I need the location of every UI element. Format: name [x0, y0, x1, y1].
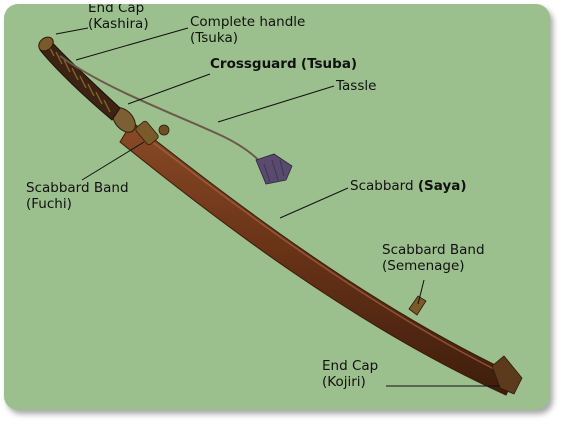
- leader-lines: [55, 27, 500, 387]
- leader-fuchi: [81, 141, 145, 181]
- label-kashira: End Cap (Kashira): [88, 4, 149, 32]
- label-kojiri: End Cap (Kojiri): [322, 358, 379, 390]
- semenage-band: [408, 295, 427, 316]
- kashira: [38, 36, 54, 52]
- sword-illustration: [38, 27, 523, 396]
- label-semenage: Scabbard Band (Semenage): [382, 242, 485, 274]
- label-saya: Scabbard (Saya): [350, 178, 467, 194]
- diagram-panel: End Cap (Kashira) Complete handle (Tsuka…: [4, 4, 550, 410]
- tassel-cord: [59, 55, 265, 167]
- tassel: [255, 153, 293, 185]
- leader-kashira: [55, 27, 89, 35]
- kojiri-end-cap: [491, 355, 523, 395]
- leader-semenage: [417, 279, 425, 305]
- label-tsuka: Complete handle (Tsuka): [190, 14, 306, 46]
- label-tassle: Tassle: [336, 78, 377, 94]
- kurikata-knob: [158, 124, 170, 136]
- fuchi-band: [135, 120, 159, 146]
- leader-tassle: [217, 85, 335, 123]
- leader-saya: [279, 187, 349, 219]
- leader-tsuka: [75, 27, 189, 61]
- leader-tsuba: [127, 73, 211, 105]
- label-tsuba: Crossguard (Tsuba): [210, 56, 358, 72]
- label-fuchi: Scabbard Band (Fuchi): [26, 180, 129, 212]
